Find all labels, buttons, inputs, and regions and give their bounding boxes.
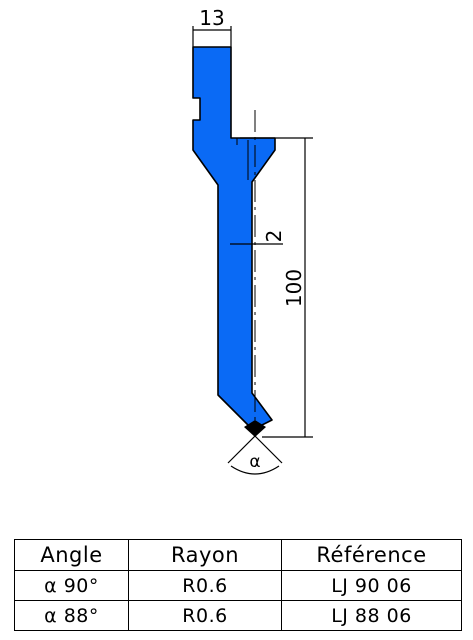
radius-dimension-label: 2 [262, 230, 286, 243]
angle-leg-left [227, 435, 256, 464]
cell-angle: α 88° [14, 600, 129, 631]
cell-rayon: R0.6 [128, 570, 282, 601]
cell-reference: LJ 90 06 [281, 570, 462, 601]
header-rayon: Rayon [128, 539, 282, 571]
cell-rayon: R0.6 [128, 600, 282, 631]
header-reference: Référence [281, 539, 462, 571]
width-dimension-label: 13 [199, 6, 224, 30]
header-angle: Angle [14, 539, 129, 571]
cell-reference: LJ 88 06 [281, 600, 462, 631]
cell-angle: α 90° [14, 570, 129, 601]
spec-table: Angle Rayon Référence α 90° R0.6 LJ 90 0… [14, 539, 462, 631]
angle-leg-right [254, 435, 283, 464]
tool-drawing: 13 100 2 α [192, 6, 313, 475]
table-header-row: Angle Rayon Référence [14, 539, 462, 571]
table-row: α 88° R0.6 LJ 88 06 [14, 600, 462, 631]
angle-symbol-label: α [249, 452, 260, 472]
angle-arc [230, 465, 280, 475]
table-row: α 90° R0.6 LJ 90 06 [14, 570, 462, 601]
height-dimension-label: 100 [282, 269, 306, 307]
